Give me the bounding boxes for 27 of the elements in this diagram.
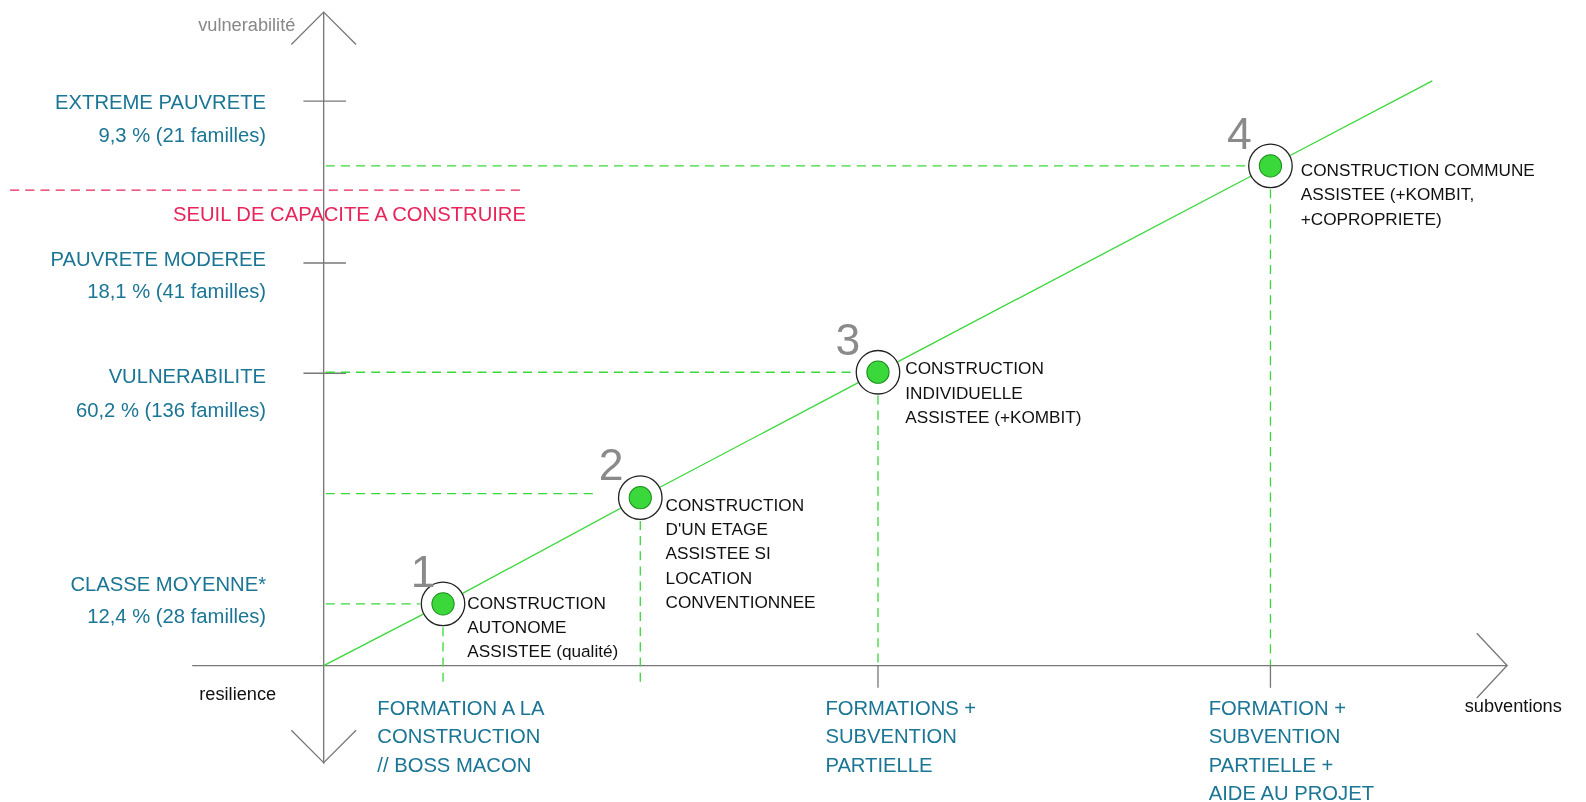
percentage-label: 60,2 % (136 familles) xyxy=(76,397,266,422)
percentage-label: 9,3 % (21 familles) xyxy=(98,122,266,147)
step-number: 4 xyxy=(1226,111,1252,156)
trend-line xyxy=(659,381,859,488)
step-description: CONSTRUCTION AUTONOME ASSISTEE (qualité) xyxy=(467,592,620,664)
category-label: EXTREME PAUVRETE xyxy=(55,90,266,115)
step-description: CONSTRUCTION INDIVIDUELLE ASSISTEE (+KOMBIT) xyxy=(905,358,1083,429)
axis-title: subventions xyxy=(1464,695,1562,718)
step-number: 1 xyxy=(410,549,436,594)
trend-line xyxy=(461,507,622,594)
category-label: CLASSE MOYENNE* xyxy=(70,571,266,596)
step-description: CONSTRUCTION COMMUNE ASSISTEE (+KOMBIT, +COPROPRIETE) xyxy=(1300,159,1536,231)
support-label: FORMATION + SUBVENTION PARTIELLE + AIDE AU PROJET xyxy=(1208,695,1375,802)
category-label: VULNERABILITE xyxy=(108,364,266,389)
step-number: 3 xyxy=(835,317,861,363)
axis-title: vulnerabilité xyxy=(198,15,296,37)
trend-line xyxy=(897,175,1252,363)
category-label: PAUVRETE MODEREE xyxy=(50,246,266,272)
trend-line xyxy=(1289,80,1433,157)
percentage-label: 12,4 % (28 familles) xyxy=(87,603,266,629)
percentage-label: 18,1 % (41 familles) xyxy=(87,279,266,304)
trend-line xyxy=(323,613,424,667)
step-description: CONSTRUCTION D'UN ETAGE ASSISTEE SI LOCATION CONVENTIONNEE xyxy=(665,494,817,614)
step-number: 2 xyxy=(598,443,624,488)
support-label: FORMATION A LA CONSTRUCTION // BOSS MACON xyxy=(377,695,545,778)
support-label: FORMATIONS + SUBVENTION PARTIELLE xyxy=(825,695,978,778)
axis-title: resilience xyxy=(199,683,277,706)
